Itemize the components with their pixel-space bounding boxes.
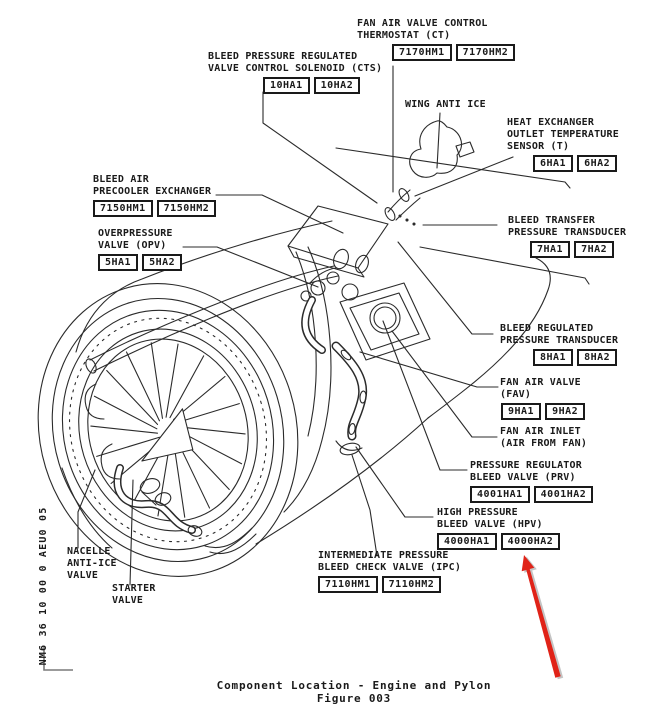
label-bleed-air-precooler-exchanger: BLEED AIR PRECOOLER EXCHANGER 7150HM1 71…: [93, 174, 217, 217]
label-line: PRESSURE TRANSDUCER: [500, 335, 619, 346]
bleed-pipes: [305, 300, 366, 456]
label-line: BLEED VALVE (PRV): [470, 472, 576, 483]
label-pressure-regulator-bleed-valve: PRESSURE REGULATOR BLEED VALVE (PRV) 400…: [470, 460, 594, 503]
label-starter-valve: STARTER VALVE: [112, 583, 156, 607]
pylon-aft-edge: [420, 247, 589, 284]
figure-caption: Component Location - Engine and Pylon Fi…: [58, 679, 650, 705]
label-bleed-regulated-pressure-transducer: BLEED REGULATED PRESSURE TRANSDUCER 8HA1…: [500, 323, 618, 366]
label-line: BLEED VALVE (HPV): [437, 519, 543, 530]
label-wing-anti-ice: WING ANTI ICE: [405, 99, 486, 111]
figure-reference-code: NM6 36 10 00 0 AEU0 05: [38, 507, 49, 666]
fan-assembly: [2, 251, 333, 609]
label-bleed-pressure-regulated-valve-control-solenoid: BLEED PRESSURE REGULATED VALVE CONTROL S…: [208, 51, 382, 94]
equipment-tag-5HA1: 5HA1: [98, 254, 139, 271]
equipment-tag-9HA2: 9HA2: [545, 403, 586, 420]
label-fan-air-inlet: FAN AIR INLET (AIR FROM FAN): [500, 426, 587, 450]
starter-and-anti-ice-hardware: [85, 384, 256, 554]
bleed-duct: [90, 266, 334, 360]
label-line: SENSOR (T): [507, 141, 570, 152]
label-line: THERMOSTAT (CT): [357, 30, 451, 41]
label-line: VALVE (OPV): [98, 240, 167, 251]
corner-bracket: [44, 647, 73, 670]
label-line: STARTER: [112, 583, 156, 594]
label-high-pressure-bleed-valve: HIGH PRESSURE BLEED VALVE (HPV) 4000HA1 …: [437, 507, 561, 550]
label-line: VALVE: [67, 570, 99, 581]
equipment-tag-4000HA1: 4000HA1: [437, 533, 497, 550]
fan-case-aft-rim: [284, 247, 331, 512]
label-overpressure-valve: OVERPRESSURE VALVE (OPV) 5HA1 5HA2: [98, 228, 183, 271]
aft-cowl-edge: [428, 258, 550, 418]
figure-caption-number: Figure 003: [316, 692, 392, 705]
label-line: BLEED REGULATED: [500, 323, 594, 334]
label-heat-exchanger-outlet-temperature-sensor: HEAT EXCHANGER OUTLET TEMPERATURE SENSOR…: [507, 117, 619, 172]
label-line: VALVE: [112, 595, 144, 606]
label-line: NACELLE: [67, 546, 111, 557]
equipment-tag-4001HA1: 4001HA1: [470, 486, 530, 503]
equipment-tag-7110HM2: 7110HM2: [381, 576, 442, 593]
equipment-tag-9HA1: 9HA1: [501, 403, 542, 420]
label-line: BLEED AIR: [93, 174, 149, 185]
label-line: BLEED CHECK VALVE (IPC): [318, 562, 462, 573]
label-bleed-transfer-pressure-transducer: BLEED TRANSFER PRESSURE TRANSDUCER 7HA1 …: [508, 215, 626, 258]
label-line: PRESSURE TRANSDUCER: [508, 227, 627, 238]
nacelle-top-edge: [76, 221, 332, 352]
equipment-tag-7170HM1: 7170HM1: [392, 44, 452, 61]
equipment-tag-7150HM1: 7150HM1: [93, 200, 153, 217]
label-line: ANTI-ICE: [67, 558, 117, 569]
label-fan-air-valve-control-thermostat: FAN AIR VALVE CONTROL THERMOSTAT (CT) 71…: [357, 18, 516, 61]
figure-caption-title: Component Location - Engine and Pylon: [216, 679, 492, 692]
spinner-cone: [131, 409, 195, 465]
label-line: FAN AIR INLET: [500, 426, 581, 437]
equipment-tag-7110HM1: 7110HM1: [318, 576, 378, 593]
equipment-tag-7HA2: 7HA2: [574, 241, 615, 258]
equipment-tag-7150HM2: 7150HM2: [156, 200, 217, 217]
label-line: OUTLET TEMPERATURE: [507, 129, 619, 140]
label-line: PRECOOLER EXCHANGER: [93, 186, 212, 197]
label-line: FAN AIR VALVE CONTROL: [357, 18, 488, 29]
label-line: VALVE CONTROL SOLENOID (CTS): [208, 63, 383, 74]
valve-cluster: [301, 247, 371, 301]
label-line: INTERMEDIATE PRESSURE: [318, 550, 449, 561]
equipment-tag-4000HA2: 4000HA2: [500, 533, 561, 550]
label-line: (FAV): [500, 389, 532, 400]
equipment-tag-4001HA2: 4001HA2: [533, 486, 594, 503]
annotation-arrow: [521, 555, 564, 680]
label-line: FAN AIR VALVE: [500, 377, 581, 388]
equipment-tag-10HA1: 10HA1: [263, 77, 310, 94]
label-line: (AIR FROM FAN): [500, 438, 588, 449]
equipment-tag-8HA2: 8HA2: [577, 349, 618, 366]
label-line: HEAT EXCHANGER: [507, 117, 595, 128]
label-intermediate-pressure-bleed-check-valve: INTERMEDIATE PRESSURE BLEED CHECK VALVE …: [318, 550, 461, 593]
label-line: BLEED TRANSFER: [508, 215, 596, 226]
equipment-tag-10HA2: 10HA2: [313, 77, 361, 94]
label-line: BLEED PRESSURE REGULATED: [208, 51, 358, 62]
wing-anti-ice-duct: [383, 121, 474, 222]
fan-air-inlet-port: [340, 283, 430, 360]
leader-lines: [78, 66, 513, 585]
label-fan-air-valve: FAN AIR VALVE (FAV) 9HA1 9HA2: [500, 377, 586, 420]
label-line: PRESSURE REGULATOR: [470, 460, 582, 471]
label-line: HIGH PRESSURE: [437, 507, 518, 518]
label-nacelle-anti-ice-valve: NACELLE ANTI-ICE VALVE: [67, 546, 117, 582]
equipment-tag-7HA1: 7HA1: [530, 241, 571, 258]
equipment-tag-8HA1: 8HA1: [533, 349, 574, 366]
label-line: OVERPRESSURE: [98, 228, 173, 239]
inner-lip-arc: [62, 468, 112, 548]
wing-line: [336, 148, 570, 188]
equipment-tag-6HA2: 6HA2: [577, 155, 618, 172]
label-line: WING ANTI ICE: [405, 99, 486, 110]
bottom-edge: [256, 418, 428, 544]
equipment-tag-6HA1: 6HA1: [533, 155, 574, 172]
equipment-tag-5HA2: 5HA2: [142, 254, 183, 271]
equipment-tag-7170HM2: 7170HM2: [455, 44, 516, 61]
precooler-box: [288, 206, 388, 277]
